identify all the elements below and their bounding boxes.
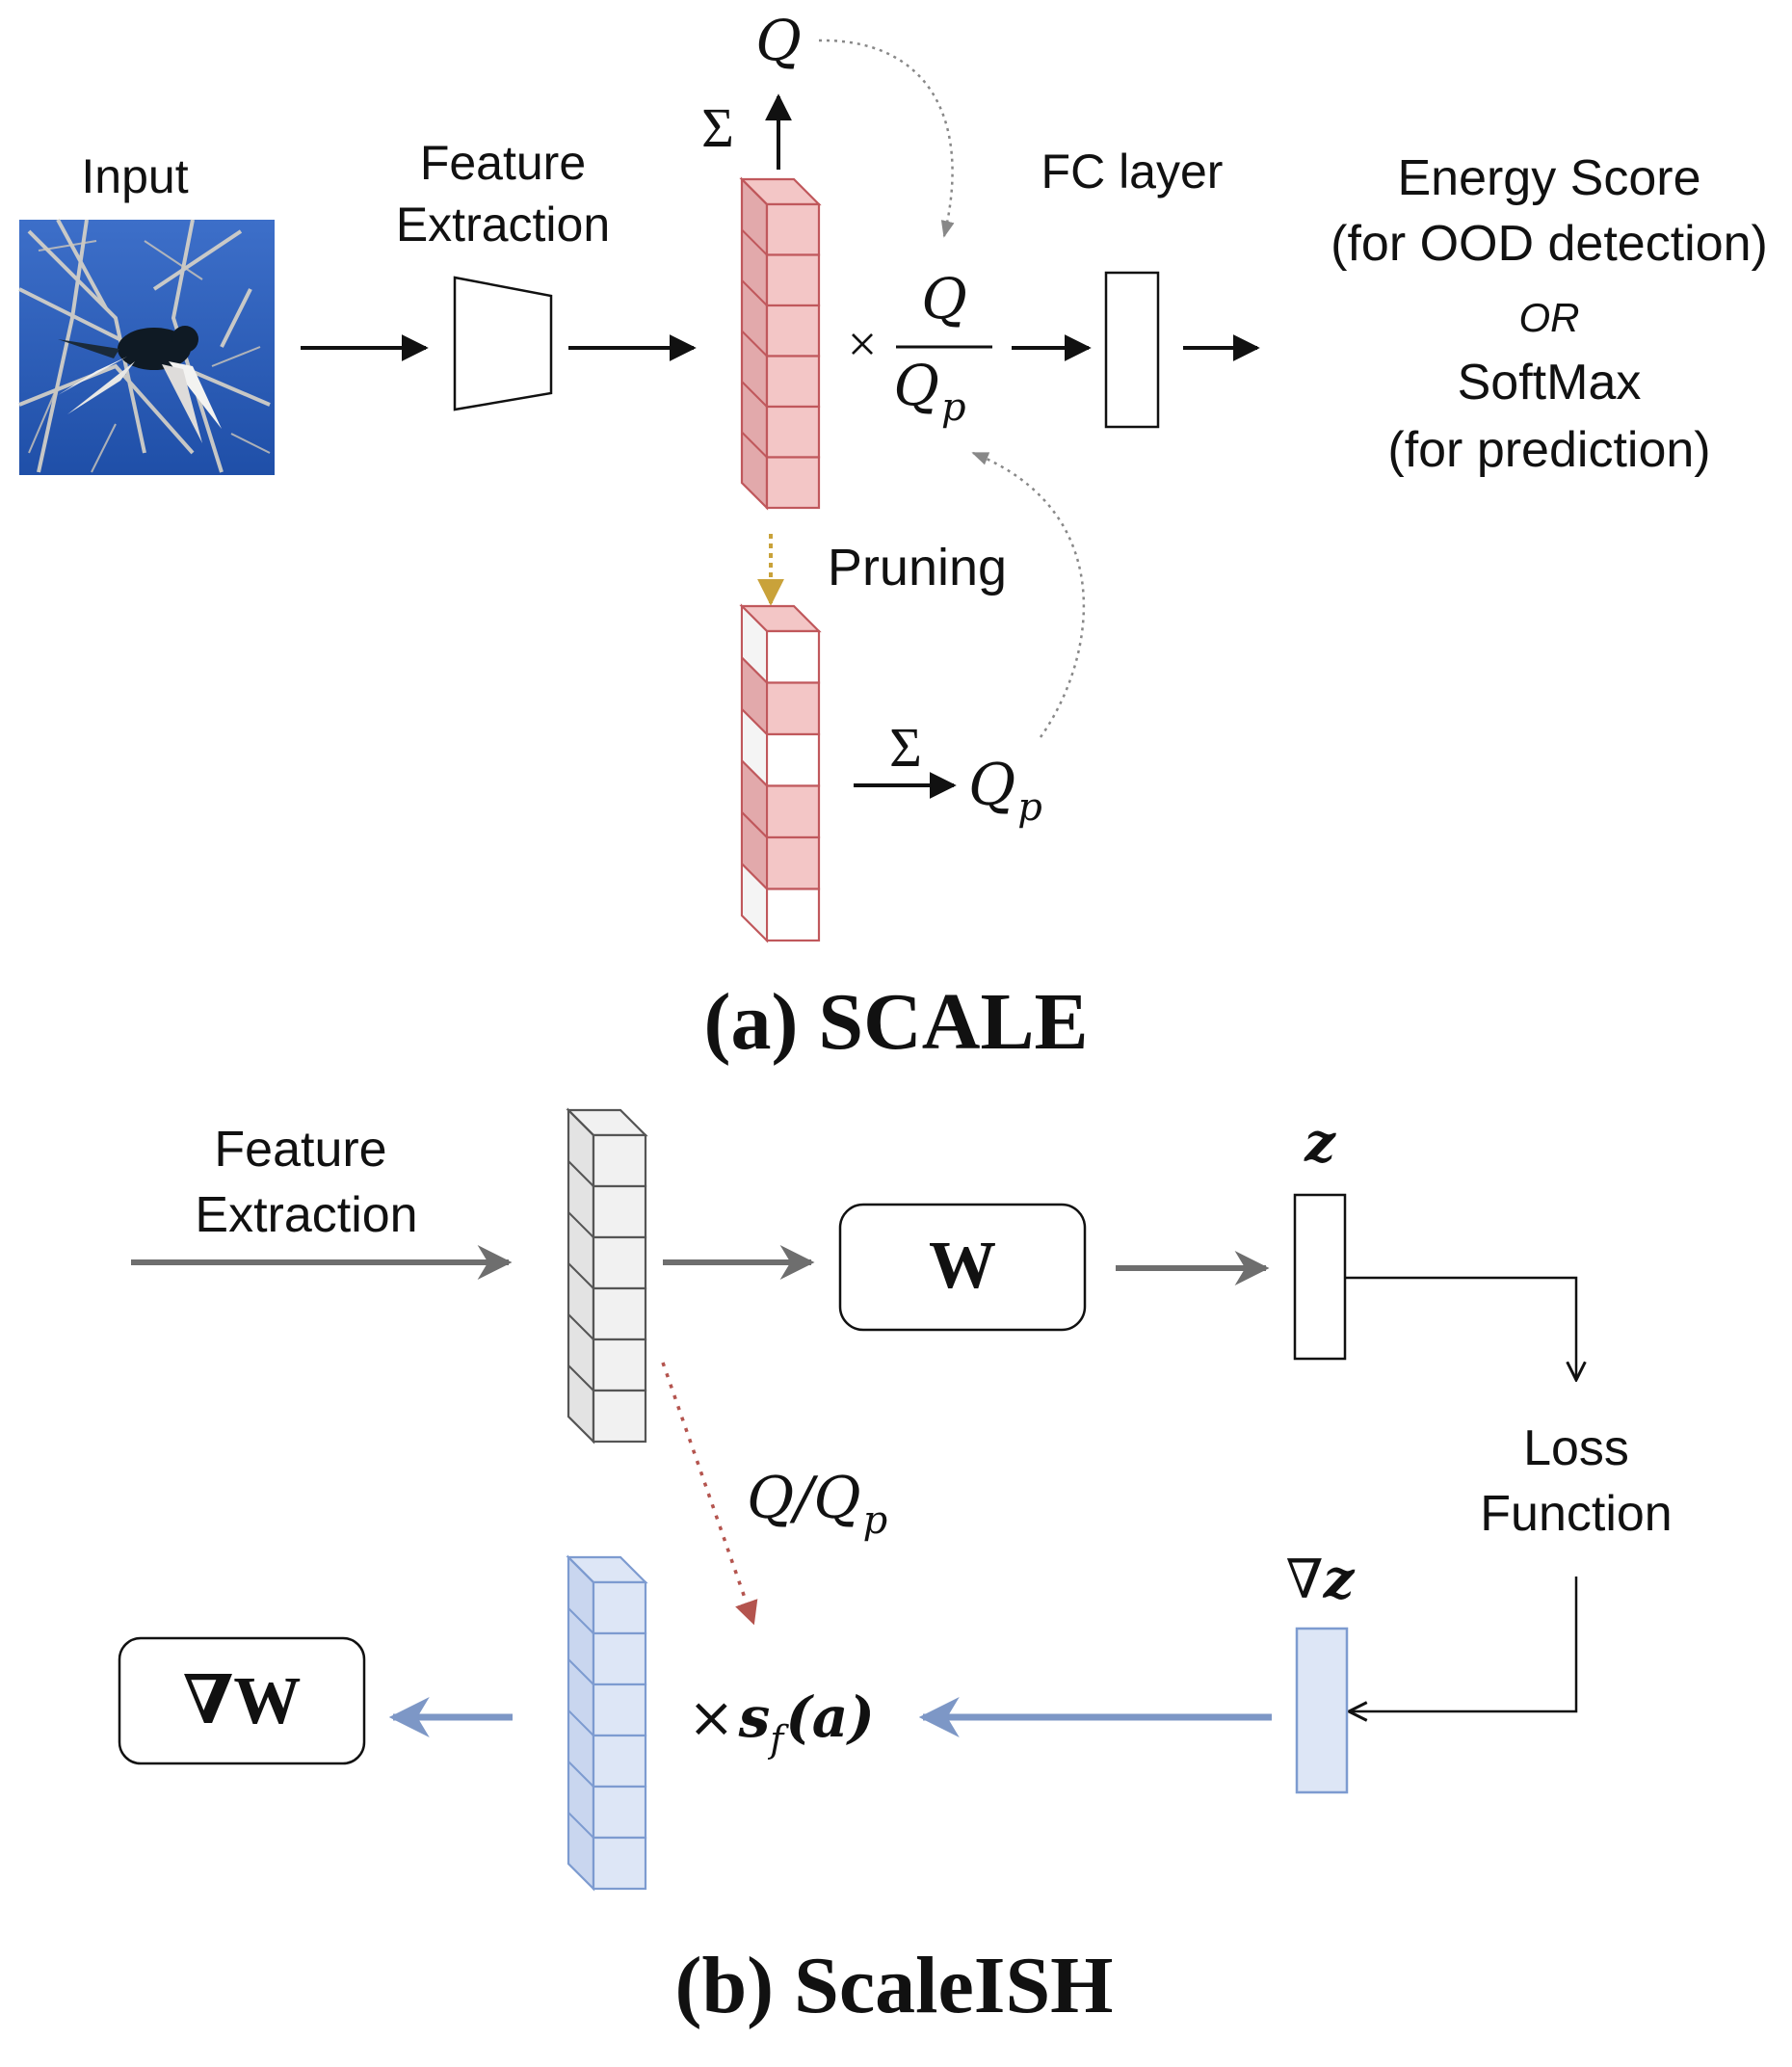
q-label: Q <box>755 8 802 73</box>
column-cell <box>592 1184 647 1239</box>
column-cell-edge <box>741 431 768 459</box>
output-prediction: (for prediction) <box>1387 422 1710 478</box>
pruned-sum-symbol: Σ <box>889 716 922 779</box>
column-side-cell <box>741 861 768 943</box>
column-cell <box>765 888 821 942</box>
panel-a: Input <box>18 8 1768 1067</box>
column-cell-edge <box>741 228 768 256</box>
feature-extractor-trapezoid <box>453 276 553 411</box>
pruned-activation-column <box>739 603 822 943</box>
b-feature-extraction-line1: Feature <box>214 1122 386 1178</box>
fc-layer-label: FC layer <box>1041 145 1224 199</box>
grad-w-box <box>118 1636 366 1765</box>
qp-label: Qp <box>968 752 1042 830</box>
input-label: Input <box>81 149 188 203</box>
column-cell <box>592 1683 647 1737</box>
column-cell <box>765 355 821 409</box>
loss-label-line1: Loss <box>1523 1420 1629 1476</box>
column-cell <box>592 1580 647 1635</box>
column-cell <box>765 253 821 307</box>
column-cell <box>765 304 821 358</box>
b-gradient-column <box>566 1554 648 1892</box>
scale-factor-label: ×sf(a) <box>688 1684 875 1761</box>
column-cell-edge <box>567 1607 594 1634</box>
column-cell <box>592 1836 647 1891</box>
column-cell <box>592 1631 647 1686</box>
column-cell <box>592 1734 647 1789</box>
arrow-loss-to-grad-z <box>1349 1577 1578 1711</box>
w-box-label: W <box>929 1229 996 1303</box>
feature-extraction-label-line2: Extraction <box>396 198 610 252</box>
ratio-label: Q/Qp <box>747 1465 887 1543</box>
column-cell <box>765 681 821 736</box>
fc-layer-box <box>1104 271 1160 429</box>
column-cell-edge <box>567 1709 594 1736</box>
arrow-z-to-loss <box>1345 1276 1576 1380</box>
sum-symbol: Σ <box>701 96 734 159</box>
column-cell <box>592 1133 647 1188</box>
times-symbol: × <box>848 315 877 373</box>
column-cell <box>592 1235 647 1290</box>
column-cell-edge <box>567 1761 594 1788</box>
grad-z-box <box>1295 1627 1349 1794</box>
column-cell-edge <box>567 1658 594 1685</box>
column-cell <box>765 202 821 256</box>
column-cell-edge <box>567 1211 594 1238</box>
column-cell <box>592 1389 647 1444</box>
feature-extraction-label-line1: Feature <box>420 136 586 190</box>
bird-photo-icon <box>18 219 275 475</box>
panel-b: Feature Extraction W z Loss Function ∇z … <box>118 1107 1673 2030</box>
w-box <box>838 1203 1087 1332</box>
dotted-ratio-arrow <box>661 1362 758 1626</box>
loss-label-line2: Function <box>1480 1486 1672 1542</box>
column-cell <box>592 1338 647 1392</box>
output-or: OR <box>1519 295 1580 340</box>
column-cell-edge <box>567 1262 594 1289</box>
column-cell <box>765 405 821 459</box>
b-feature-extraction-line2: Extraction <box>195 1187 417 1243</box>
column-cell <box>592 1785 647 1840</box>
output-softmax: SoftMax <box>1458 355 1642 411</box>
caption-a: (a) SCALE <box>703 977 1088 1067</box>
dotted-arrow-q-to-fraction <box>818 39 955 238</box>
column-cell-edge <box>567 1160 594 1187</box>
fraction-denominator: Qp <box>893 353 965 430</box>
column-cell <box>592 1286 647 1341</box>
column-cell-edge <box>741 330 768 358</box>
column-cell-edge <box>567 1313 594 1340</box>
column-cell-edge <box>567 1109 594 1136</box>
column-cell-edge <box>567 1812 594 1839</box>
column-cell <box>765 456 821 510</box>
activation-column <box>739 176 822 511</box>
column-cell-edge <box>741 178 768 205</box>
caption-b: (b) ScaleISH <box>674 1941 1113 2030</box>
z-label: z <box>1304 1111 1336 1175</box>
column-cell-edge <box>741 381 768 408</box>
column-cell <box>765 629 821 684</box>
grad-z-label: ∇z <box>1286 1548 1356 1611</box>
column-cell-edge <box>567 1556 594 1583</box>
fraction-numerator: Q <box>921 266 967 331</box>
b-feature-column <box>566 1107 648 1444</box>
column-cell-edge <box>741 279 768 306</box>
column-cell-edge <box>567 1365 594 1391</box>
column-cell <box>765 835 821 890</box>
output-ood-detection: (for OOD detection) <box>1331 216 1768 272</box>
output-energy-score: Energy Score <box>1397 150 1700 206</box>
column-cell <box>765 732 821 787</box>
pruning-label: Pruning <box>828 539 1007 596</box>
grad-w-label: ∇W <box>183 1664 302 1738</box>
z-box <box>1293 1193 1347 1361</box>
column-cell <box>765 784 821 839</box>
